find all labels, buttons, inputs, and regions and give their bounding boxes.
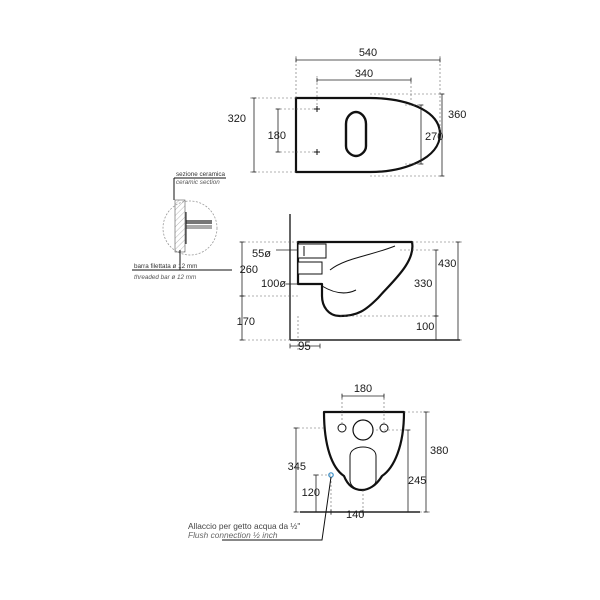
dim-rim-to-floor: 100: [416, 321, 434, 333]
dim-offset: 140: [346, 509, 364, 521]
dim-total-height-rear: 380: [430, 445, 448, 457]
dim-fixing-width: 340: [355, 68, 373, 80]
dim-fixing-spacing-top: 180: [268, 130, 286, 142]
dim-seat-depth: 320: [228, 113, 246, 125]
dim-waste-diameter: 100ø: [261, 278, 286, 290]
dim-fixing-spacing-rear: 180: [354, 383, 372, 395]
dim-inner-depth: 270: [425, 131, 443, 143]
rear-fixing-right: [379, 423, 389, 433]
top-view-seat-opening: [344, 110, 368, 158]
bar-label-it: barra filettata ø 12 mm: [134, 263, 197, 270]
dim-bowl-height: 330: [414, 278, 432, 290]
flush-label-en: Flush connection ½ inch: [188, 530, 278, 540]
side-view-bowl: [296, 240, 414, 318]
dim-overall-width: 540: [359, 47, 377, 59]
dim-floor-to-waste: 170: [237, 316, 255, 328]
rear-outlet: [352, 419, 374, 441]
dim-supply-floor: 120: [302, 487, 320, 499]
section-label-it: sezione ceramica: [176, 171, 225, 178]
section-label-en: ceramic section: [176, 179, 220, 186]
rear-fixing-left: [337, 423, 347, 433]
dim-wall-offset: 95: [298, 341, 311, 353]
dim-outlet-height: 245: [408, 475, 426, 487]
rear-view: 180 380 245 345 120 140 Allaccio per get…: [188, 383, 448, 541]
top-view: 540 340 320 180 360 270: [228, 47, 466, 177]
dim-overall-depth: 360: [448, 109, 466, 121]
dim-waste-height: 260: [240, 264, 258, 276]
dim-outlet-diameter: 55ø: [252, 248, 271, 260]
section-detail: sezione ceramica ceramic section barra f…: [132, 171, 232, 281]
flush-label-it: Allaccio per getto acqua da ½": [188, 521, 300, 531]
side-view: 55ø 100ø 260 170 430 330 100 95: [237, 214, 462, 353]
dim-supply-height: 345: [288, 461, 306, 473]
dim-total-height-side: 430: [438, 258, 456, 270]
bar-label-en: threaded bar ø 12 mm: [134, 274, 196, 281]
